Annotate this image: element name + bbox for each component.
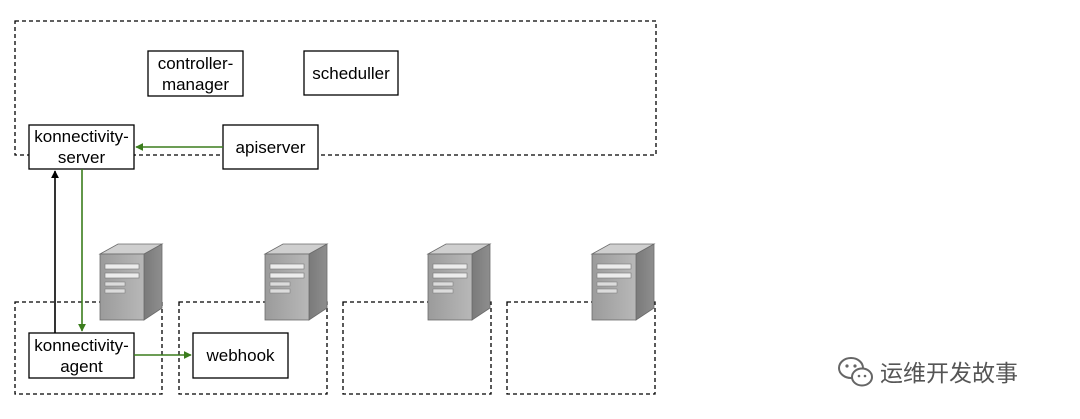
wechat-icon — [838, 357, 873, 387]
konnectivity-server-label-line1: konnectivity- — [34, 127, 128, 146]
konnectivity-agent-label-line2: agent — [60, 357, 103, 376]
watermark: 运维开发故事 — [838, 357, 1018, 387]
server-icon — [427, 243, 491, 321]
konnectivity-agent-label-line1: konnectivity- — [34, 336, 128, 355]
controller-manager-label-line1: controller- — [158, 54, 234, 73]
scheduler-label: scheduller — [312, 64, 390, 83]
scheduler-box: scheduller — [303, 50, 399, 96]
server-icon — [591, 243, 655, 321]
node-container-3 — [342, 301, 492, 395]
konnectivity-server-label-line2: server — [58, 148, 106, 167]
webhook-label: webhook — [205, 346, 275, 365]
controller-manager-label-line2: manager — [162, 75, 229, 94]
watermark-text: 运维开发故事 — [880, 361, 1018, 387]
apiserver-label: apiserver — [236, 138, 306, 157]
server-icon — [99, 243, 163, 321]
control-plane-container — [14, 20, 657, 156]
apiserver-box: apiserver — [222, 124, 319, 170]
node-container-1 — [14, 301, 163, 395]
webhook-box: webhook — [192, 332, 289, 379]
konnectivity-agent-box: konnectivity- agent — [28, 332, 135, 379]
node-container-2 — [178, 301, 328, 395]
controller-manager-box: controller- manager — [147, 50, 244, 97]
server-icon — [264, 243, 328, 321]
konnectivity-server-box: konnectivity- server — [28, 124, 135, 170]
node-container-4 — [506, 301, 656, 395]
